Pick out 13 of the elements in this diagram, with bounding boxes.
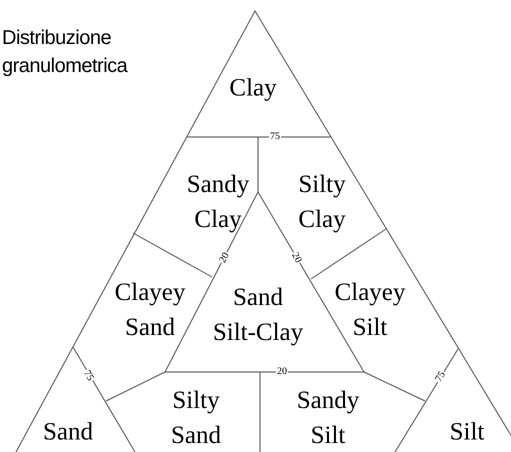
region-label: Silt: [450, 418, 484, 448]
region-label: Sandy Clay: [186, 170, 250, 235]
boundary-value: 20: [276, 367, 288, 377]
region-label: Silty Sand: [171, 386, 221, 451]
title: Distribuzione granulometrica: [2, 26, 129, 79]
region-label: Sand Silt-Clay: [212, 283, 304, 348]
region-label: Clayey Sand: [114, 278, 186, 343]
region-label: Clayey Silt: [334, 278, 406, 343]
region-label: Silty Clay: [298, 170, 346, 235]
region-label: Sand: [43, 418, 93, 448]
region-label: Clay: [229, 74, 277, 104]
region-label: Sandy Silt: [296, 386, 360, 451]
boundary-value: 75: [269, 132, 281, 142]
